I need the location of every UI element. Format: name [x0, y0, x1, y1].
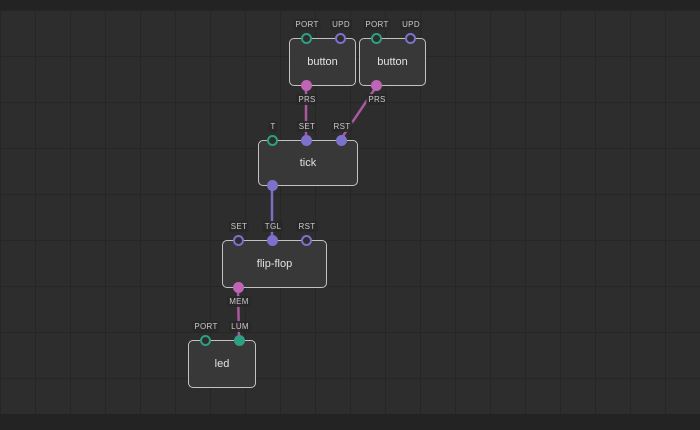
pin-label: RST — [296, 221, 318, 232]
pin-label: T — [268, 121, 278, 132]
pin-label: TGL — [262, 221, 284, 232]
pin-port[interactable] — [301, 33, 312, 44]
node-label: flip-flop — [256, 258, 293, 270]
pin-mem[interactable] — [233, 282, 244, 293]
pin-set[interactable] — [233, 235, 244, 246]
pin-out[interactable] — [267, 180, 278, 191]
node-button-2[interactable]: button PORT UPD PRS — [359, 19, 426, 105]
pin-rst[interactable] — [336, 135, 347, 146]
node-label: button — [307, 56, 338, 68]
pin-label: PRS — [296, 94, 318, 105]
node-button-1[interactable]: button PORT UPD PRS — [289, 19, 356, 105]
pin-label: PRS — [366, 94, 388, 105]
pin-lum[interactable] — [234, 335, 245, 346]
pin-rst[interactable] — [301, 235, 312, 246]
node-label: led — [214, 358, 230, 370]
pin-port[interactable] — [200, 335, 211, 346]
pin-label: PORT — [192, 321, 220, 332]
pin-label: UPD — [400, 19, 422, 30]
pin-prs[interactable] — [301, 80, 312, 91]
pin-tgl[interactable] — [267, 235, 278, 246]
pin-set[interactable] — [301, 135, 312, 146]
node-label: tick — [299, 157, 317, 169]
node-tick[interactable]: tick T SET RST — [258, 121, 358, 191]
pin-label: PORT — [363, 19, 391, 30]
pin-upd[interactable] — [405, 33, 416, 44]
pin-label: SET — [296, 121, 318, 132]
node-led[interactable]: led PORT LUM — [188, 321, 256, 388]
node-flip-flop[interactable]: flip-flop SET TGL RST MEM — [222, 221, 327, 307]
pin-label: SET — [228, 221, 250, 232]
pin-label: LUM — [229, 321, 251, 332]
pin-label: PORT — [293, 19, 321, 30]
pin-label: UPD — [330, 19, 352, 30]
pin-label: RST — [331, 121, 353, 132]
pin-upd[interactable] — [335, 33, 346, 44]
pin-prs[interactable] — [371, 80, 382, 91]
pin-t[interactable] — [267, 135, 278, 146]
pin-port[interactable] — [371, 33, 382, 44]
pin-label: MEM — [227, 296, 251, 307]
node-label: button — [377, 56, 408, 68]
